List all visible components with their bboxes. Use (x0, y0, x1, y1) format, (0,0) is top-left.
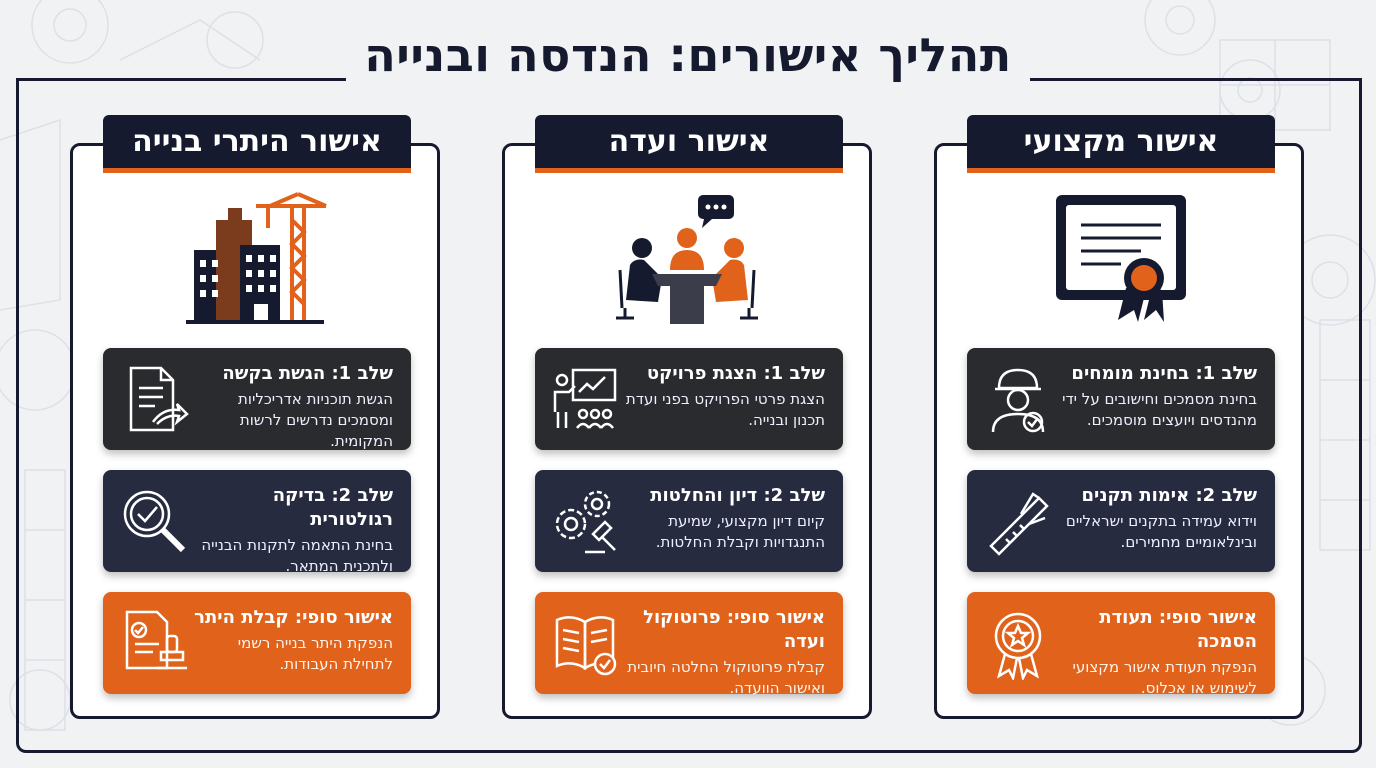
step-title: אישור סופי: פרוטוקול ועדה (643, 607, 825, 652)
frame-top-right (1030, 78, 1359, 81)
step-title: אישור סופי: קבלת היתר (194, 607, 393, 628)
header-permit: אישור היתרי בנייה (103, 115, 411, 173)
step-desc: וידוא עמידה בתקנים ישראליים ובינלאומיים … (1065, 512, 1257, 551)
step-card-permit-1: שלב 1: הגשת בקשה הגשת תוכניות אדריכליות … (103, 348, 411, 450)
open-book-check-icon (555, 616, 617, 676)
certificate-icon (1056, 195, 1186, 322)
step-title: שלב 2: בדיקה רגולטורית (272, 485, 393, 530)
buildings-crane-icon (186, 192, 327, 324)
engineer-icon (991, 368, 1045, 433)
page-title: תהליך אישורים: הנדסה ובנייה (364, 28, 1012, 82)
step-title: שלב 1: הגשת בקשה (222, 363, 393, 384)
step-card-professional-final: אישור סופי: תעודת הסמכה הנפקת תעודת אישו… (967, 592, 1275, 697)
step-desc: הנפקת היתר בנייה רשמי לתחילת העבודות. (237, 634, 393, 673)
step-title: שלב 2: דיון והחלטות (650, 485, 825, 506)
header-committee: אישור ועדה (535, 115, 843, 173)
step-card-committee-2: שלב 2: דיון והחלטות קיום דיון מקצועי, שמ… (535, 470, 843, 572)
step-card-committee-final: אישור סופי: פרוטוקול ועדה קבלת פרוטוקול … (535, 592, 843, 697)
step-desc: הצגת פרטי הפרויקט בפני ועדת תכנון ובנייה… (625, 390, 825, 429)
gears-gavel-icon (555, 490, 616, 554)
award-badge-icon (994, 612, 1042, 680)
magnifier-check-icon (123, 490, 186, 553)
meeting-icon (616, 195, 758, 324)
frame-top-left (16, 78, 346, 81)
step-title: שלב 1: הצגת פרויקט (646, 363, 825, 384)
step-card-professional-1: שלב 1: בחינת מומחים בחינת מסמכים וחישובי… (967, 348, 1275, 450)
presentation-icon (553, 368, 617, 429)
step-title: אישור סופי: תעודת הסמכה (1099, 607, 1257, 652)
step-desc: בחינת מסמכים וחישובים על ידי מהנדסים ויו… (1062, 390, 1257, 429)
step-desc: קיום דיון מקצועי, שמיעת התנגדויות וקבלת … (655, 512, 825, 551)
document-send-icon (129, 366, 189, 432)
step-card-permit-2: שלב 2: בדיקה רגולטורית בחינת התאמה לתקנו… (103, 470, 411, 575)
step-desc: הגשת תוכניות אדריכליות ומסמכים נדרשים לר… (238, 390, 393, 450)
step-title: שלב 1: בחינת מומחים (1071, 363, 1257, 384)
step-desc: בחינת התאמה לתקנות הבנייה ולתכנית המתאר. (201, 536, 393, 575)
step-card-permit-final: אישור סופי: קבלת היתר הנפקת היתר בנייה ר… (103, 592, 411, 694)
outer-frame (16, 78, 1362, 753)
stamped-permit-icon (125, 610, 187, 670)
step-desc: קבלת פרוטוקול החלטה חיובית ואישור הוועדה… (627, 658, 825, 697)
step-card-professional-2: שלב 2: אימות תקנים וידוא עמידה בתקנים יש… (967, 470, 1275, 572)
step-desc: הנפקת תעודת אישור מקצועי לשימוש או אכלוס… (1072, 658, 1257, 697)
step-card-committee-1: שלב 1: הצגת פרויקט הצגת פרטי הפרויקט בפנ… (535, 348, 843, 450)
step-title: שלב 2: אימות תקנים (1081, 485, 1257, 506)
caliper-icon (989, 492, 1049, 556)
header-professional: אישור מקצועי (967, 115, 1275, 173)
